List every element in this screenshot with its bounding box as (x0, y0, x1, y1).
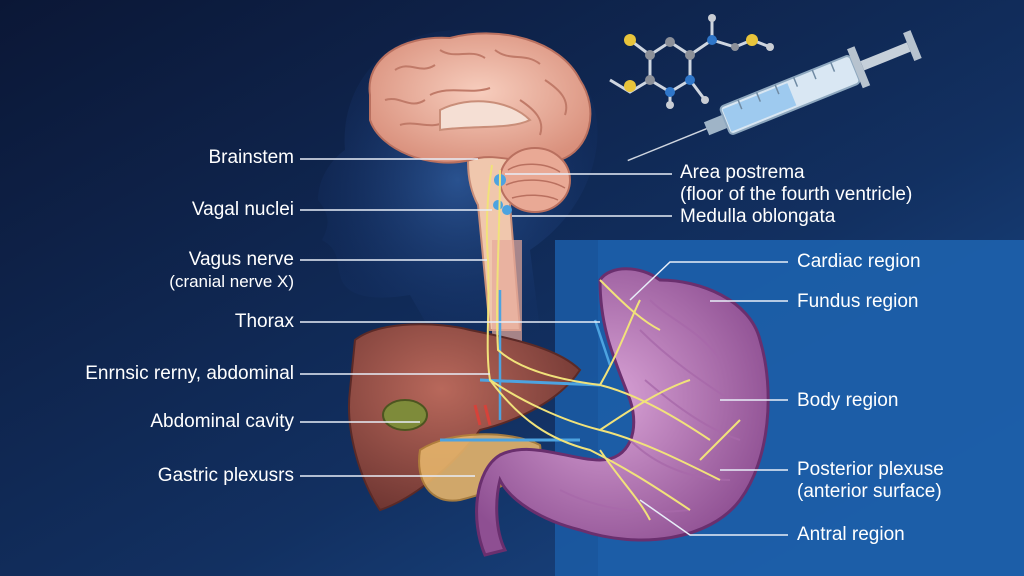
cerebellum-folds (505, 163, 566, 201)
label-cardiac-region: Cardiac region (797, 251, 921, 272)
label-vagus-nerve: Vagus nerve (cranial nerve X) (169, 249, 294, 293)
label-posterior-plexus-title: Posterior plexuse (797, 459, 944, 480)
gallbladder (382, 399, 428, 431)
label-area-postrema-sub: (floor of the fourth ventricle) (680, 184, 913, 205)
label-antral-region: Antral region (797, 524, 905, 545)
label-abdominal-cavity: Abdominal cavity (150, 411, 294, 432)
label-area-postrema-title: Area postrema (680, 162, 805, 183)
label-posterior-plexus-sub: (anterior surface) (797, 481, 942, 502)
label-gastric-plexus: Gastric plexusrs (157, 465, 294, 486)
label-posterior-plexus: Posterior plexuse (anterior surface) (797, 459, 944, 503)
liver (348, 323, 582, 512)
brain-folds (384, 49, 568, 136)
label-vagus-nerve-sub: (cranial nerve X) (169, 272, 294, 291)
molecule-atoms (624, 14, 774, 109)
label-vagus-nerve-title: Vagus nerve (188, 249, 294, 270)
leader-lines-left (300, 158, 600, 477)
vagal-nuclei-marker-1 (493, 200, 503, 210)
label-vagal-nuclei: Vagal nuclei (191, 199, 294, 220)
corpus-callosum (439, 100, 532, 132)
vagus-nerve (485, 164, 741, 521)
label-thorax: Thorax (234, 311, 294, 332)
label-medulla-oblongata: Medulla oblongata (680, 206, 836, 227)
red-vessels (473, 404, 492, 426)
label-body-region: Body region (797, 390, 899, 411)
vagal-nuclei-marker-2 (502, 205, 512, 215)
syringe-icon (627, 30, 922, 162)
label-area-postrema: Area postrema (floor of the fourth ventr… (680, 162, 912, 206)
brain (368, 32, 592, 164)
leader-lines-right (505, 173, 788, 536)
stomach (475, 267, 770, 557)
label-fundus-region: Fundus region (797, 291, 919, 312)
label-abdominal: Enrnsic rerny, abdominal (85, 363, 294, 384)
label-brainstem: Brainstem (208, 147, 294, 168)
cardiac-vessel (593, 319, 612, 366)
